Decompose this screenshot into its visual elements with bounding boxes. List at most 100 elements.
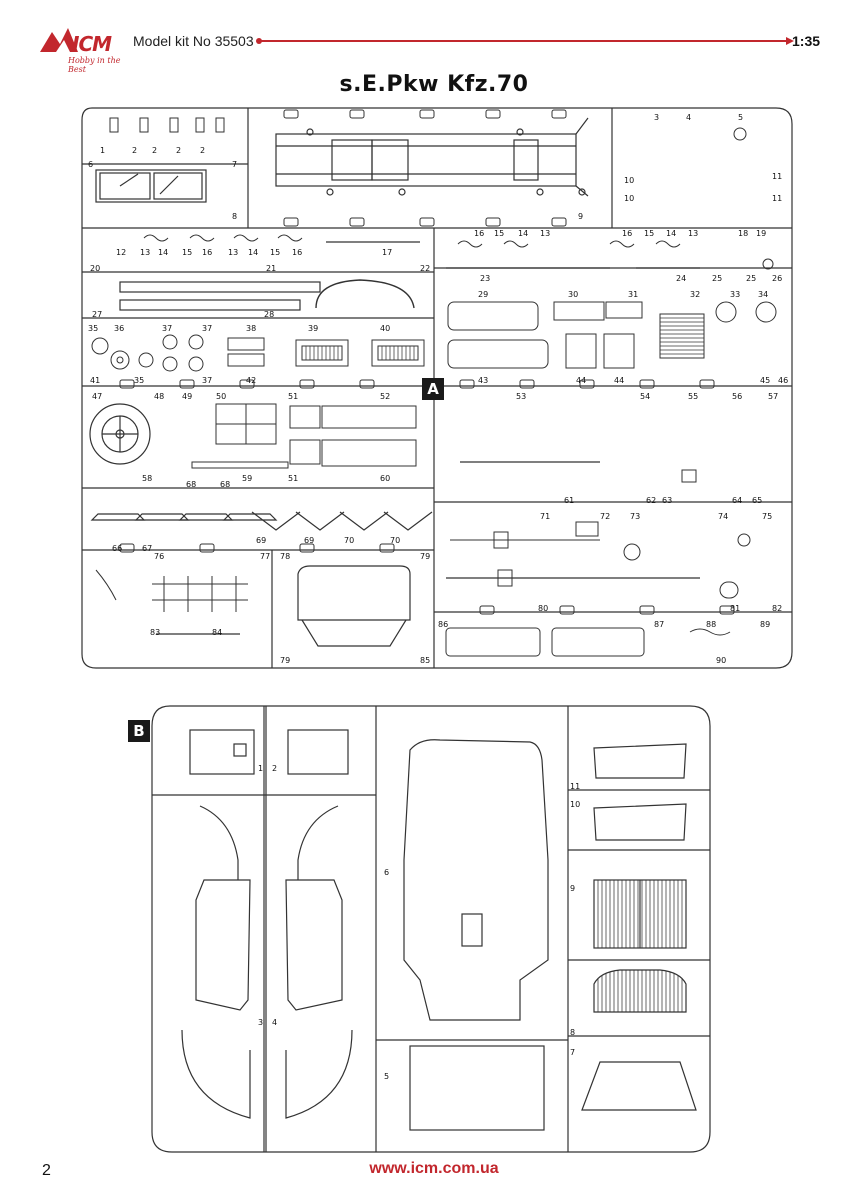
part-number: 73 bbox=[630, 512, 641, 521]
part-number: 15 bbox=[644, 229, 655, 238]
part-number: 28 bbox=[264, 310, 275, 319]
part-number: 6 bbox=[384, 868, 390, 877]
part-number: 90 bbox=[716, 656, 727, 665]
part-number: 75 bbox=[762, 512, 773, 521]
part-number: 68 bbox=[220, 480, 231, 489]
part-number: 53 bbox=[516, 392, 527, 401]
part-number: 35 bbox=[88, 324, 99, 333]
grill-block-part bbox=[659, 313, 705, 359]
part-number: 71 bbox=[540, 512, 551, 521]
part-number: 31 bbox=[628, 290, 639, 299]
part-number: 79 bbox=[280, 656, 291, 665]
sprue-b-label: B bbox=[128, 720, 150, 742]
part-number: 11 bbox=[772, 172, 783, 181]
part-number: 81 bbox=[730, 604, 741, 613]
part-number: 26 bbox=[772, 274, 783, 283]
sprue-b-parts bbox=[181, 729, 697, 1131]
part-number: 19 bbox=[756, 229, 767, 238]
part-number: 13 bbox=[688, 229, 699, 238]
part-number: 36 bbox=[114, 324, 125, 333]
part-number: 62 bbox=[646, 496, 657, 505]
part-number: 9 bbox=[578, 212, 584, 221]
gear-parts bbox=[91, 127, 777, 372]
part-number: 88 bbox=[706, 620, 717, 629]
part-number: 7 bbox=[570, 1048, 576, 1057]
part-number: 6 bbox=[88, 160, 94, 169]
part-number: 2 bbox=[272, 764, 278, 773]
part-number: 16 bbox=[474, 229, 485, 238]
part-number: 10 bbox=[624, 194, 635, 203]
part-number: 5 bbox=[738, 113, 744, 122]
part-number: 86 bbox=[438, 620, 449, 629]
part-number: 10 bbox=[570, 800, 581, 809]
part-number: 17 bbox=[382, 248, 393, 257]
part-number: 35 bbox=[134, 376, 145, 385]
part-number: 60 bbox=[380, 474, 391, 483]
part-number: 27 bbox=[92, 310, 103, 319]
part-number: 41 bbox=[90, 376, 101, 385]
part-number: 51 bbox=[288, 474, 299, 483]
part-number: 51 bbox=[288, 392, 299, 401]
arch-part bbox=[315, 279, 415, 309]
logo-brand: ICM bbox=[72, 32, 112, 56]
part-number: 67 bbox=[142, 544, 153, 553]
part-number: 37 bbox=[162, 324, 173, 333]
part-number: 11 bbox=[772, 194, 783, 203]
part-number: 2 bbox=[200, 146, 206, 155]
part-number: 65 bbox=[752, 496, 763, 505]
suspension-arm-parts bbox=[90, 511, 433, 531]
part-number: 61 bbox=[564, 496, 575, 505]
part-number: 18 bbox=[738, 229, 749, 238]
logo-tagline: Hobby in the Best bbox=[68, 56, 121, 74]
part-number: 25 bbox=[712, 274, 723, 283]
part-number: 11 bbox=[570, 782, 581, 791]
part-number: 46 bbox=[778, 376, 789, 385]
rod-parts bbox=[119, 241, 700, 635]
part-number: 14 bbox=[158, 248, 169, 257]
part-number: 1 bbox=[258, 764, 264, 773]
part-number: 12 bbox=[116, 248, 127, 257]
icm-logo: ICM Hobby in the Best bbox=[38, 22, 130, 74]
part-number: 80 bbox=[538, 604, 549, 613]
part-number: 72 bbox=[600, 512, 611, 521]
part-number: 14 bbox=[518, 229, 529, 238]
part-number: 14 bbox=[666, 229, 677, 238]
engine-parts bbox=[227, 337, 425, 367]
part-number: 3 bbox=[258, 1018, 264, 1027]
part-number: 34 bbox=[758, 290, 769, 299]
part-number: 68 bbox=[186, 480, 197, 489]
part-number: 49 bbox=[182, 392, 193, 401]
part-number: 70 bbox=[390, 536, 401, 545]
part-number: 70 bbox=[344, 536, 355, 545]
part-number: 87 bbox=[654, 620, 665, 629]
website-link[interactable]: www.icm.com.ua bbox=[369, 1160, 499, 1177]
part-number: 25 bbox=[746, 274, 757, 283]
sprue-a-frame bbox=[81, 107, 793, 669]
part-number: 58 bbox=[142, 474, 153, 483]
part-number: 40 bbox=[380, 324, 391, 333]
kit-scale: 1:35 bbox=[792, 33, 821, 49]
part-number: 2 bbox=[152, 146, 158, 155]
part-number: 44 bbox=[614, 376, 625, 385]
part-number: 23 bbox=[480, 274, 491, 283]
part-number: 4 bbox=[272, 1018, 278, 1027]
part-number: 22 bbox=[420, 264, 431, 273]
part-number: 13 bbox=[140, 248, 151, 257]
part-number: 48 bbox=[154, 392, 165, 401]
part-number: 24 bbox=[676, 274, 687, 283]
part-number: 66 bbox=[112, 544, 123, 553]
header-rule bbox=[256, 37, 794, 45]
part-number: 74 bbox=[718, 512, 729, 521]
kit-number: Model kit No 35503 bbox=[133, 33, 254, 49]
part-number: 5 bbox=[384, 1072, 390, 1081]
logo-emblem-icon bbox=[40, 28, 78, 52]
part-number: 63 bbox=[662, 496, 673, 505]
part-number: 32 bbox=[690, 290, 701, 299]
part-number: 13 bbox=[228, 248, 239, 257]
part-number: 3 bbox=[654, 113, 660, 122]
part-number: 16 bbox=[292, 248, 303, 257]
part-number: 52 bbox=[380, 392, 391, 401]
part-number: 29 bbox=[478, 290, 489, 299]
